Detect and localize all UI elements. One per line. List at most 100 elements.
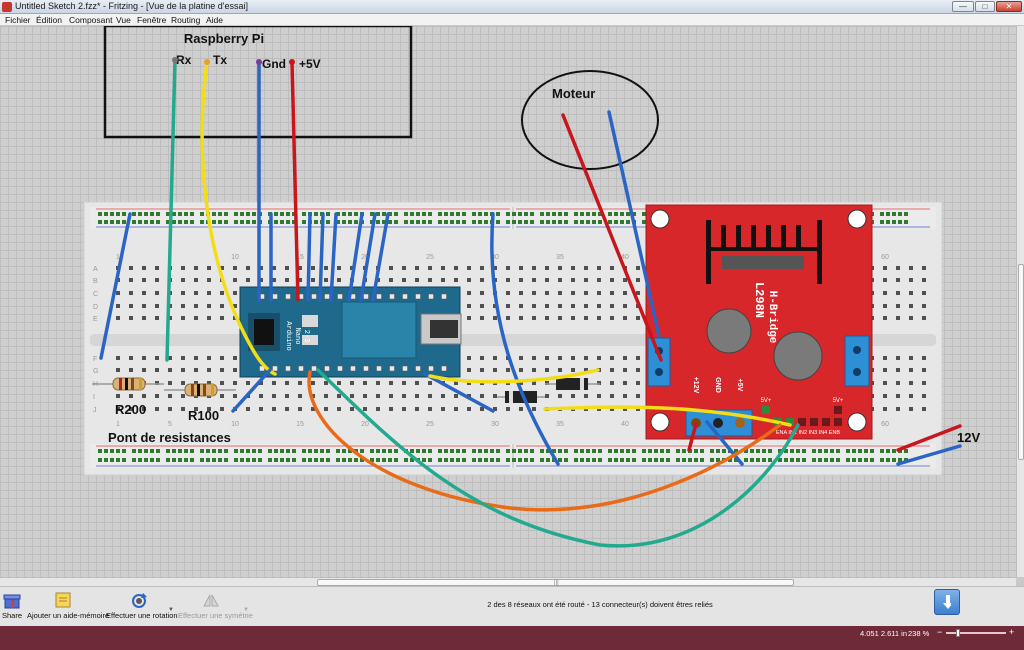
column-label: 25 [426, 254, 434, 261]
diode-2[interactable] [497, 391, 545, 403]
mirror-icon [203, 594, 219, 607]
column-label: 25 [426, 421, 434, 428]
wire-red [896, 424, 962, 452]
menu-routing[interactable]: Routing [171, 15, 201, 25]
plus5v-label: +5V [299, 57, 321, 71]
resistor-r100[interactable] [164, 383, 236, 397]
column-label: 30 [491, 254, 499, 261]
mount-hole-icon [847, 412, 867, 432]
hbridge-12v-label: +12V [692, 377, 699, 394]
wire-blue [347, 212, 364, 302]
zoom-slider-knob[interactable] [956, 629, 960, 637]
arduino-label-3: 2-3 [302, 330, 310, 343]
minimize-button[interactable]: — [952, 1, 974, 12]
wire-blue [99, 212, 132, 360]
motor-terminal-b[interactable] [844, 335, 870, 387]
menu-composant[interactable]: Composant [69, 15, 113, 25]
vertical-scrollbar[interactable] [1016, 26, 1024, 577]
maximize-button[interactable]: □ [975, 1, 995, 12]
row-label: J [93, 407, 97, 414]
menu-edition[interactable]: Édition [36, 15, 62, 25]
mirror-button[interactable]: Effectuer une symétrie [178, 591, 253, 620]
rotate-dropdown-icon[interactable]: ▼ [168, 607, 174, 613]
column-label: 15 [296, 421, 304, 428]
column-label: 15 [296, 254, 304, 261]
capacitor-icon [706, 308, 752, 354]
zoom-slider[interactable] [946, 629, 1006, 637]
rotate-icon [132, 593, 147, 608]
wire-5v-red [290, 60, 300, 302]
arduino-nano[interactable]: Arduino Nano 2-3 [239, 286, 462, 378]
chip-icon [254, 319, 274, 345]
motor-terminal-a[interactable] [647, 337, 671, 387]
column-label: 10 [231, 421, 239, 428]
menu-aide[interactable]: Aide [206, 15, 224, 25]
capacitor-icon [773, 331, 823, 381]
gnd-label: Gnd [262, 57, 286, 71]
wires[interactable] [99, 58, 962, 548]
menu-vue[interactable]: Vue [116, 15, 131, 25]
column-label: 20 [361, 421, 369, 428]
l298n-hbridge[interactable]: L298N H-Bridge +12V GND +5V 5V+ 5V+ ENA … [645, 204, 873, 440]
fritzing-app-icon [2, 2, 12, 12]
wire-blue [705, 420, 744, 466]
hbridge-inputs-label: ENA IN1 IN2 IN3 IN4 ENB [776, 430, 841, 436]
horizontal-scroll-thumb[interactable]: ||| [317, 579, 794, 586]
share-button[interactable]: Share [2, 591, 22, 620]
routing-status: 2 des 8 réseaux ont été routé - 13 conne… [487, 600, 713, 609]
row-label: G [93, 368, 98, 375]
pont-label: Pont de resistances [108, 430, 231, 445]
share-label: Share [2, 611, 23, 620]
column-label: 5 [168, 421, 172, 428]
close-button[interactable]: ✕ [996, 1, 1022, 12]
cursor-coordinates: 4.051 2.611 in [860, 629, 907, 638]
r200-label: R200 [115, 402, 146, 417]
wire-tx-yellow [200, 60, 277, 376]
hbridge-chip-label: L298N [752, 282, 766, 318]
column-label: 40 [621, 421, 629, 428]
arduino-label-1: Arduino [284, 321, 292, 350]
wire-yellow [428, 368, 600, 384]
hbridge-5vplus-right-label: 5V+ [833, 398, 844, 404]
column-label: 60 [881, 254, 889, 261]
zoom-out-button[interactable]: − [937, 627, 943, 637]
add-note-button[interactable]: Ajouter un aide-mémoire [27, 591, 110, 620]
vertical-scroll-thumb[interactable] [1018, 264, 1024, 460]
mount-hole-icon [847, 209, 867, 229]
add-note-label: Ajouter un aide-mémoire [27, 611, 110, 620]
row-label: F [93, 356, 97, 363]
export-button[interactable] [934, 589, 960, 615]
column-label: 35 [556, 254, 564, 261]
menu-fenetre[interactable]: Fenêtre [137, 15, 167, 25]
diode-1[interactable] [545, 378, 600, 390]
resistor-r200[interactable] [92, 377, 164, 391]
menu-fichier[interactable]: Fichier [5, 15, 31, 25]
moteur-label: Moteur [552, 86, 595, 101]
wire-rx-green [165, 58, 177, 362]
arduino-label-2: Nano [293, 328, 301, 345]
download-arrow-icon [943, 595, 951, 609]
note-icon [55, 592, 71, 608]
mirror-dropdown-icon[interactable]: ▼ [243, 607, 249, 613]
r100-label: R100 [188, 408, 219, 423]
zoom-in-button[interactable]: + [1009, 627, 1015, 637]
wire-orange [307, 370, 782, 512]
hbridge-5vplus-left-label: 5V+ [761, 398, 772, 404]
zoom-level[interactable]: 238 % [908, 629, 930, 638]
horizontal-scrollbar[interactable]: ||| [0, 577, 1016, 586]
arduino-pin-headers [259, 293, 447, 372]
column-label: 40 [621, 254, 629, 261]
row-label: E [93, 316, 98, 323]
rx-label: Rx [176, 53, 192, 67]
row-label: I [93, 394, 95, 401]
wire-green [316, 368, 800, 548]
hbridge-name-label: H-Bridge [766, 291, 778, 344]
rotate-button[interactable]: Effectuer une rotation [106, 591, 178, 620]
wire-blue [490, 212, 560, 466]
hbridge-gnd-label: GND [714, 377, 721, 393]
wire-blue [329, 212, 338, 302]
breadboard-canvas[interactable]: 1155101015152020252530303535404045455050… [0, 26, 1016, 577]
rotate-label: Effectuer une rotation [106, 611, 178, 620]
motor-circle[interactable] [521, 70, 659, 170]
status-bar: 4.051 2.611 in 238 % − + [0, 626, 1024, 650]
